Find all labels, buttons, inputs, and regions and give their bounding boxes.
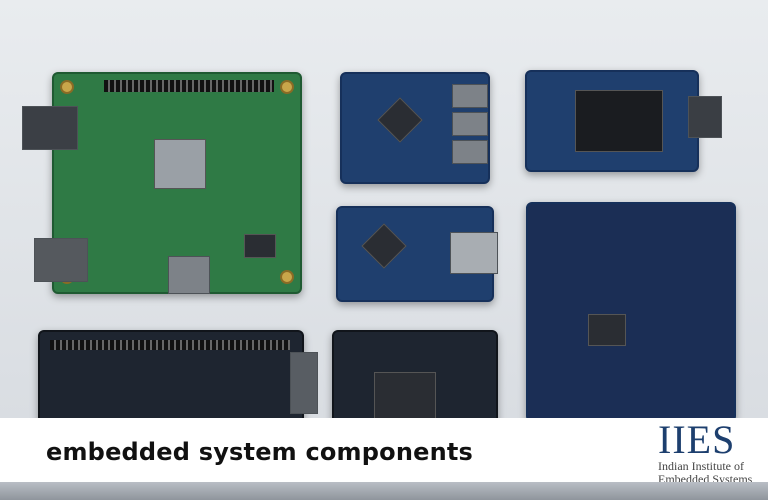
blue-board-large: [526, 202, 736, 418]
bottom-strip: [0, 482, 768, 500]
logo-line-1: Indian Institute of: [658, 459, 744, 473]
iies-logo: IIES Indian Institute of Embedded System…: [658, 420, 768, 486]
caption-banner: [0, 418, 768, 482]
blue-board-top-right: [525, 70, 699, 172]
product-photo: [0, 0, 768, 418]
caption-text: embedded system components: [46, 438, 474, 466]
dark-board-center: [332, 330, 498, 418]
logo-mark: IIES: [658, 417, 736, 462]
dark-board-left: [38, 330, 304, 418]
